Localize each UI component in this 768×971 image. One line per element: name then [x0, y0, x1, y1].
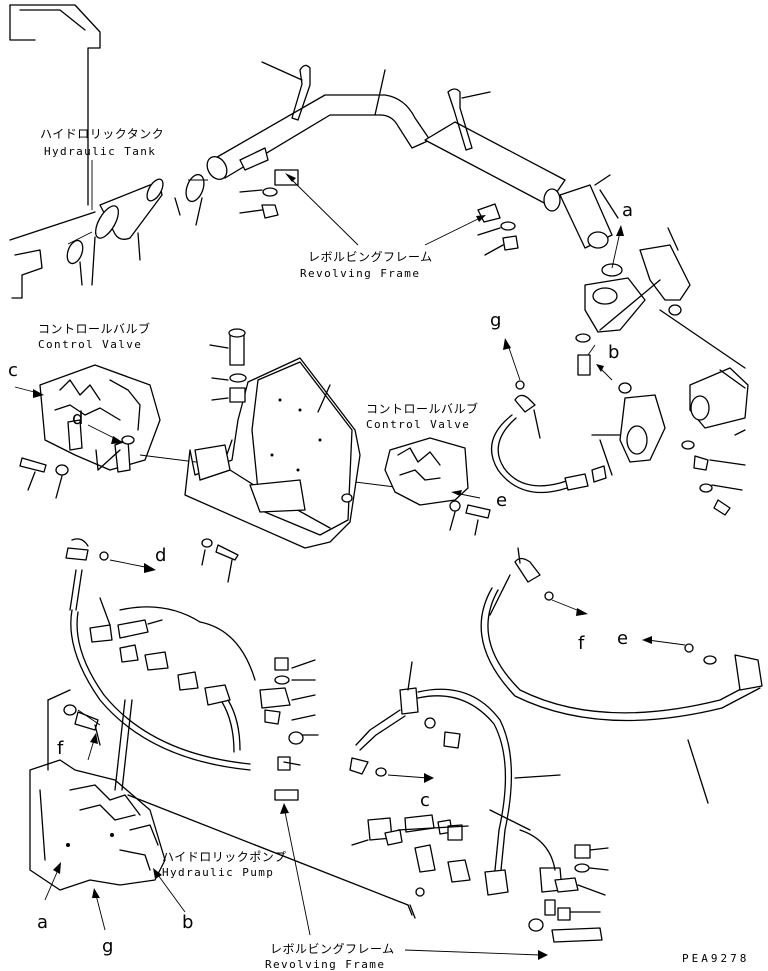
revolving-frame-bottom-label-jp: レボルビングフレーム: [270, 942, 395, 956]
hydraulic-tank-outline: [9, 4, 101, 299]
suction-hose-assembly: [66, 173, 208, 286]
hydraulic-tank-label-jp: ハイドロリックタンク: [40, 127, 165, 141]
control-valve-right-label-en: Control Valve: [366, 418, 471, 431]
key-g-bottom: g: [102, 936, 114, 957]
key-b-top: b: [608, 342, 620, 363]
hydraulic-tank-label-en: Hydraulic Tank: [44, 145, 157, 158]
pump-arrows: [44, 709, 186, 931]
right-valve-block: [591, 367, 749, 516]
valve-mounting-bracket: [184, 357, 361, 549]
revolving-frame-top-label-jp: レボルビングフレーム: [308, 250, 433, 264]
drawing-code: PEA9278: [682, 952, 750, 965]
control-valve-left-label-en: Control Valve: [38, 338, 143, 351]
control-valve-left-label-jp: コントロールバルブ: [38, 322, 151, 336]
left-control-valve: [39, 364, 161, 473]
hydraulic-pump-label-en: Hydraulic Pump: [162, 866, 275, 879]
middle-pipe-fittings: [89, 597, 256, 753]
key-c-lower: c: [420, 790, 430, 811]
arrows-a-b-top: [587, 225, 624, 381]
frame-bracket-top: [239, 169, 519, 256]
key-d-arrow: d: [155, 545, 167, 566]
right-upper-hose: [490, 338, 613, 494]
lower-center-fittings: [351, 809, 531, 919]
revolving-frame-top-arrows: [285, 173, 486, 246]
lower-right-fittings: [519, 829, 609, 943]
key-a-top: a: [622, 200, 634, 221]
right-long-hose: [480, 547, 763, 804]
left-lower-hose-d: [65, 538, 251, 771]
key-g-left: g: [490, 310, 502, 331]
right-control-valve: [384, 437, 491, 536]
left-key-arrows: [14, 386, 201, 623]
revolving-frame-bottom-leaders: [280, 803, 548, 960]
key-f-right: f: [578, 633, 585, 654]
center-fittings-stack: [259, 657, 319, 801]
top-small-hoses: [261, 61, 491, 151]
revolving-frame-bottom-label-en: Revolving Frame: [265, 958, 386, 971]
key-b-bottom: b: [182, 912, 194, 933]
main-suction-tube: [206, 69, 566, 212]
key-a-bottom: a: [37, 912, 49, 933]
hydraulic-pump-label-jp: ハイドロリックポンプ: [162, 850, 287, 864]
key-e-right: e: [617, 628, 629, 649]
key-c-left: c: [8, 360, 18, 381]
key-f-left: f: [57, 738, 64, 759]
key-d-valve: d: [72, 408, 84, 429]
pump-suction-elbow: [559, 174, 746, 376]
revolving-frame-top-label-en: Revolving Frame: [300, 267, 421, 280]
hydraulic-pump: [29, 689, 413, 916]
center-lower-hose: [349, 661, 561, 896]
control-valve-right-label-jp: コントロールバルブ: [366, 402, 479, 416]
key-e-valve: e: [496, 490, 508, 511]
bracket-bolt-stack: [201, 328, 247, 583]
